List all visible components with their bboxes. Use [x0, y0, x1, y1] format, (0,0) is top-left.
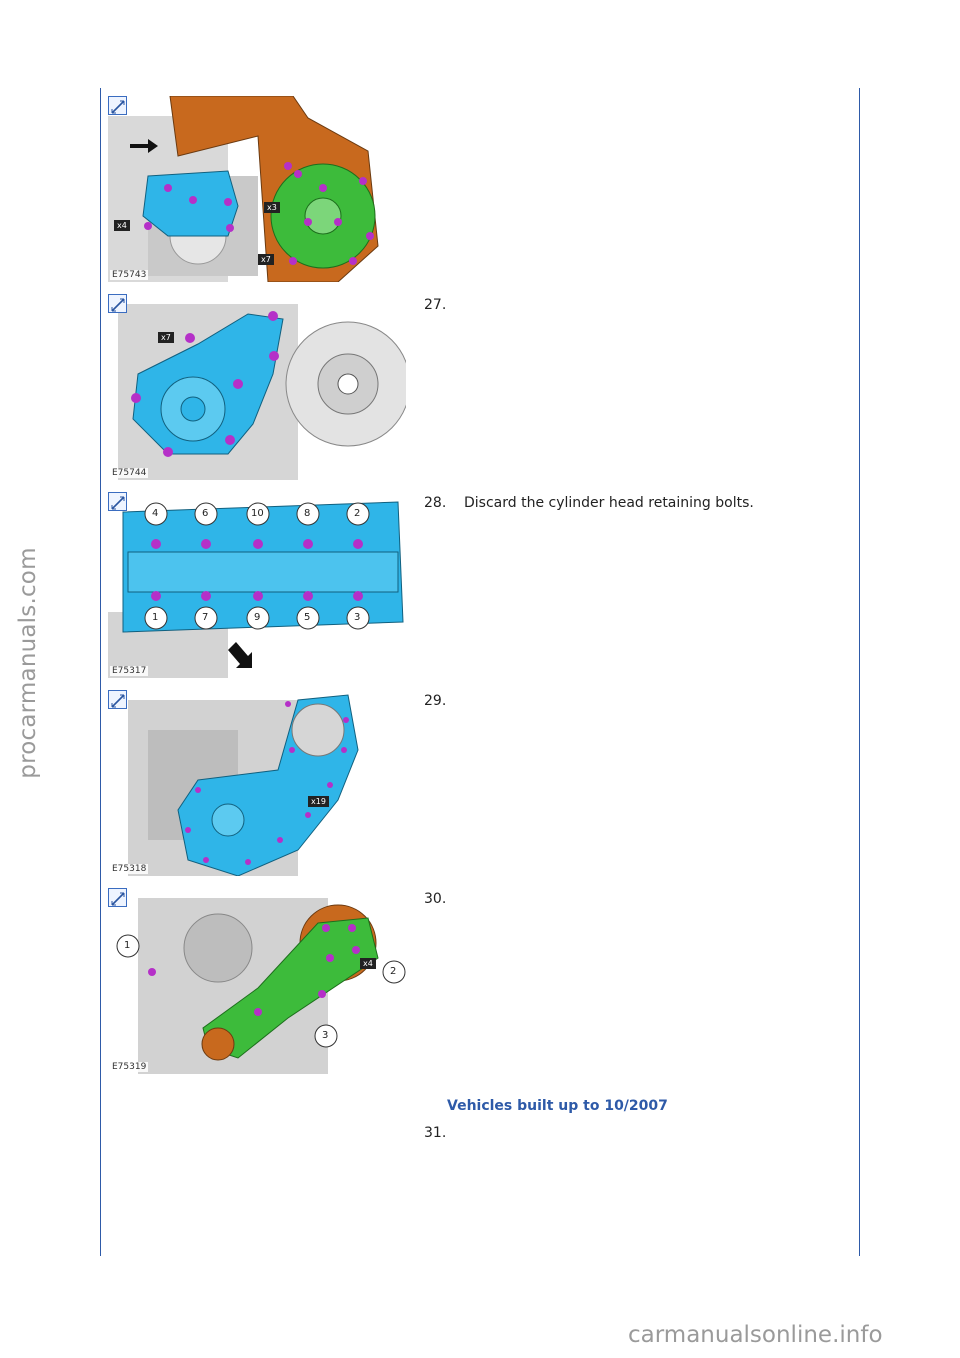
figure-e75743[interactable]: x4 x3 x7 E75743: [108, 96, 406, 282]
step-28: 28. Discard the cylinder head retaining b…: [424, 495, 754, 511]
step-number: 30.: [424, 891, 447, 907]
callout-label: x4: [360, 958, 376, 969]
figure-id-label: E75743: [110, 270, 149, 280]
figure-image: [108, 690, 406, 876]
step-text: Discard the cylinder head retaining bolt…: [464, 495, 754, 511]
figure-image: [108, 294, 406, 480]
callout-number: 6: [202, 508, 209, 519]
callout-number: 7: [202, 612, 209, 623]
zoom-icon[interactable]: [108, 96, 127, 115]
callout-number: 8: [304, 508, 311, 519]
figure-e75744[interactable]: x7 E75744: [108, 294, 406, 480]
figure-id-label: E75318: [110, 864, 149, 874]
side-watermark: procarmanuals.com: [15, 547, 41, 779]
figure-id-label: E75744: [110, 468, 149, 478]
callout-label: x7: [258, 254, 274, 265]
step-29: 29.: [424, 693, 464, 709]
figure-id-label: E75319: [110, 1062, 149, 1072]
figure-id-label: E75317: [110, 666, 149, 676]
callout-label: x4: [114, 220, 130, 231]
step-number: 31.: [424, 1125, 447, 1141]
callout-number: 5: [304, 612, 311, 623]
callout-number: 1: [152, 612, 159, 623]
bottom-watermark: carmanualsonline.info: [628, 1322, 883, 1348]
callout-number: 1: [124, 940, 131, 951]
figure-e75318[interactable]: x19 E75318: [108, 690, 406, 876]
step-number: 28.: [424, 495, 447, 511]
callout-number: 3: [354, 612, 361, 623]
zoom-icon[interactable]: [108, 492, 127, 511]
callout-number: 2: [390, 966, 397, 977]
figure-e75317[interactable]: 4 6 10 8 2 1 7 9 5 3 E75317: [108, 492, 406, 678]
figure-image: [108, 96, 406, 282]
step-31: 31.: [424, 1125, 464, 1141]
callout-label: x7: [158, 332, 174, 343]
zoom-icon[interactable]: [108, 690, 127, 709]
step-30: 30.: [424, 891, 464, 907]
callout-label: x3: [264, 202, 280, 213]
callout-number: 10: [251, 508, 264, 519]
callout-number: 3: [322, 1030, 329, 1041]
figure-image: [108, 492, 406, 678]
figure-image: [108, 888, 406, 1074]
step-27: 27.: [424, 297, 464, 313]
step-number: 27.: [424, 297, 447, 313]
callout-number: 4: [152, 508, 159, 519]
callout-number: 9: [254, 612, 261, 623]
right-margin-rule: [859, 88, 860, 1256]
callout-number: 2: [354, 508, 361, 519]
step-number: 29.: [424, 693, 447, 709]
section-subheading: Vehicles built up to 10/2007: [447, 1098, 668, 1114]
zoom-icon[interactable]: [108, 888, 127, 907]
callout-label: x19: [308, 796, 329, 807]
left-margin-rule: [100, 88, 101, 1256]
zoom-icon[interactable]: [108, 294, 127, 313]
figure-e75319[interactable]: 1 2 3 x4 E75319: [108, 888, 406, 1074]
